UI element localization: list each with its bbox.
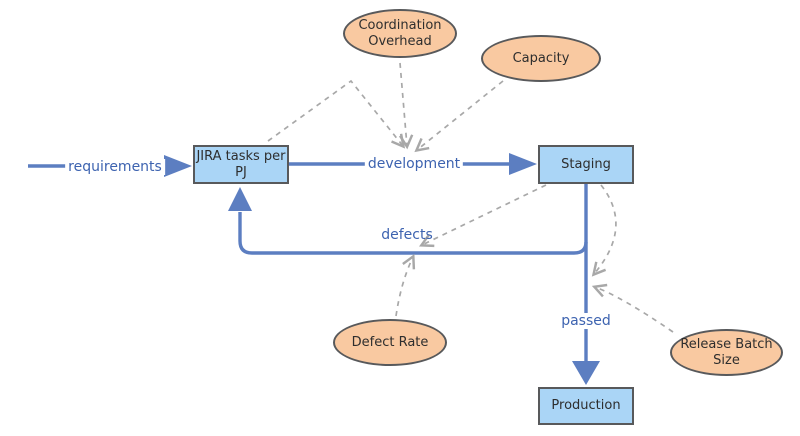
link-staging-to-passed xyxy=(591,184,617,277)
link-jira-tasks-to-development xyxy=(267,79,406,149)
node-production[interactable]: Production xyxy=(538,387,634,425)
edge-requirements-arrowhead xyxy=(164,155,192,177)
node-defect-rate-label: Defect Rate xyxy=(351,334,429,350)
link-staging-to-defects xyxy=(418,184,547,248)
node-jira-tasks-per-pj[interactable]: JIRA tasks per PJ xyxy=(193,145,289,184)
edge-label-requirements: requirements xyxy=(65,159,165,175)
node-staging[interactable]: Staging xyxy=(538,145,634,184)
node-release-batch-size-label: Release Batch Size xyxy=(680,336,773,368)
node-defect-rate[interactable]: Defect Rate xyxy=(333,319,447,366)
edge-passed-arrowhead xyxy=(572,361,600,385)
node-coordination-overhead[interactable]: Coordination Overhead xyxy=(343,9,457,58)
link-release-batch-to-passed xyxy=(591,283,674,333)
node-staging-label: Staging xyxy=(561,156,611,172)
node-production-label: Production xyxy=(551,398,621,414)
link-defect-rate-to-defects xyxy=(395,253,416,317)
node-release-batch-size[interactable]: Release Batch Size xyxy=(670,329,783,376)
node-capacity-label: Capacity xyxy=(512,50,570,66)
node-capacity[interactable]: Capacity xyxy=(481,35,601,82)
edge-defects-line xyxy=(238,212,588,255)
edge-development-arrowhead xyxy=(509,153,537,175)
node-jira-tasks-label: JIRA tasks per PJ xyxy=(196,148,286,180)
edge-label-passed: passed xyxy=(558,313,614,329)
node-coordination-overhead-label: Coordination Overhead xyxy=(358,17,442,49)
edge-label-development: development xyxy=(364,156,464,172)
link-capacity-to-development xyxy=(414,80,504,153)
edge-defects-arrowhead xyxy=(228,187,252,211)
edge-label-defects: defects xyxy=(381,227,433,243)
link-coordination-to-development xyxy=(398,62,414,150)
